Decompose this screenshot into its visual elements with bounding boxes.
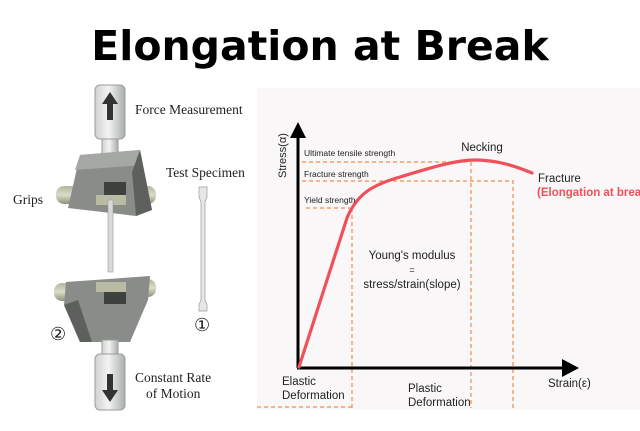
arrow-up-icon — [102, 92, 118, 120]
stress-strain-graph — [257, 88, 640, 410]
force-measurement-label: Force Measurement — [135, 102, 243, 117]
elastic-label-line1: Elastic — [282, 376, 316, 388]
graph-background — [257, 88, 640, 410]
marker-2: ② — [50, 324, 66, 344]
test-specimen — [198, 186, 208, 312]
elastic-label-line2: Deformation — [282, 390, 345, 402]
uts-label: Ultimate tensile strength — [304, 148, 395, 158]
youngs-modulus-line1: Young's modulus — [369, 250, 456, 262]
fracture-strength-guide — [302, 180, 514, 408]
lower-grip — [54, 276, 156, 342]
stress-strain-curve — [297, 158, 534, 369]
arrow-down-icon — [102, 374, 118, 402]
upper-grip — [56, 150, 156, 216]
y-axis-arrow-icon — [290, 122, 306, 138]
plastic-label-line2: Deformation — [408, 397, 471, 409]
marker-1: ① — [194, 315, 210, 335]
yield-strength-label: Yield strength — [304, 195, 356, 205]
x-axis-label: Strain(ε) — [548, 378, 591, 390]
fracture-label: Fracture — [538, 173, 581, 185]
x-axis-arrow-icon — [562, 359, 579, 377]
elongation-at-break-label: (Elongation at break — [537, 187, 640, 199]
motion-label-line1: Constant Rate — [135, 370, 211, 385]
necking-label: Necking — [461, 142, 503, 154]
plastic-label-line1: Plastic — [408, 383, 442, 395]
grips-label: Grips — [13, 192, 43, 207]
youngs-modulus-line2: = — [409, 265, 414, 275]
page-title: Elongation at Break — [91, 22, 550, 70]
test-specimen-label: Test Specimen — [166, 165, 245, 180]
youngs-modulus-line3: stress/strain(slope) — [363, 279, 460, 291]
fracture-strength-label: Fracture strength — [304, 169, 369, 179]
tensile-test-machine — [54, 84, 208, 411]
specimen-in-grips — [107, 199, 114, 273]
motion-label-line2: of Motion — [146, 386, 201, 401]
y-axis-label: Stress(α) — [277, 133, 289, 178]
